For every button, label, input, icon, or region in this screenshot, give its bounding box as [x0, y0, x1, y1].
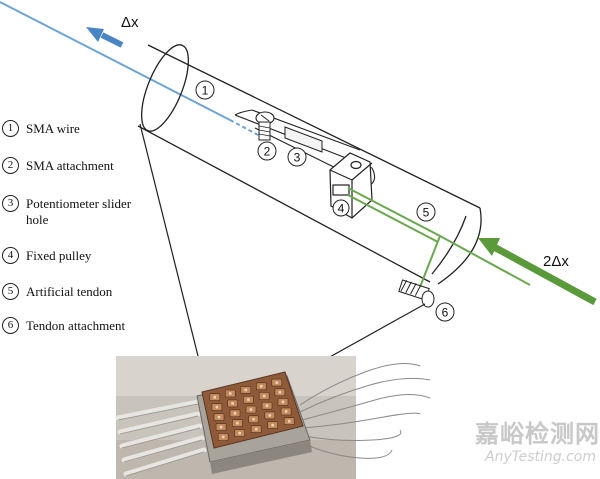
- pulley-screw: [247, 398, 250, 402]
- pulley-screw: [275, 381, 279, 384]
- pulley-screw: [233, 411, 237, 415]
- legend-item-sma-wire: 1 SMA wire: [2, 120, 152, 137]
- callout-number-6: 6: [442, 306, 449, 320]
- pulley-screw: [228, 392, 232, 395]
- tendon-displacement-label: 2Δx: [543, 253, 569, 270]
- potentiometer-slider-hole: [284, 126, 323, 153]
- sma-wire-hidden: [229, 119, 263, 138]
- pulley-screw: [254, 427, 258, 431]
- pulley-screw: [284, 410, 288, 413]
- pulley-screw: [213, 395, 217, 399]
- legend-label: SMA attachment: [26, 158, 114, 173]
- cylinder-housing: [137, 44, 482, 285]
- pulley-screw: [238, 431, 242, 435]
- callout-number-4: 4: [338, 202, 345, 216]
- legend-number: 3: [2, 195, 19, 212]
- pulley-screw: [259, 384, 263, 388]
- pulley-grid: [209, 378, 295, 441]
- pulley-screw: [287, 419, 291, 423]
- legend-item-tendon-attachment: 6 Tendon attachment: [2, 317, 152, 334]
- pulley-screw: [236, 421, 239, 425]
- pulley-screw: [262, 394, 266, 398]
- legend-number: 6: [2, 317, 19, 334]
- pulley-screw: [217, 415, 221, 419]
- callout-number-1: 1: [202, 84, 209, 98]
- callout-number-2: 2: [264, 145, 271, 159]
- sma-wire: [0, 1, 231, 121]
- projection-line-left: [139, 123, 206, 385]
- callout-number-5: 5: [423, 206, 430, 220]
- legend-number: 5: [2, 283, 19, 300]
- sma-displacement-arrow: [86, 27, 124, 48]
- pulley-screw: [231, 402, 235, 405]
- callout-circle-4: [332, 199, 350, 217]
- legend-item-potentiometer-slider-hole: 3 Potentiometer slider hole: [2, 195, 152, 228]
- pulley-screw: [221, 435, 225, 439]
- legend-label: SMA wire: [26, 121, 80, 136]
- pulley-screw: [265, 404, 269, 408]
- legend-number: 4: [2, 247, 19, 264]
- sma-displacement-label: Δx: [121, 14, 139, 31]
- pulley-screw: [252, 417, 256, 421]
- pulley-screw: [249, 408, 253, 411]
- legend-label: Artificial tendon: [26, 284, 113, 299]
- callout-circle-6: [435, 302, 455, 322]
- callout-circle-5: [416, 202, 436, 222]
- legend-number: 1: [2, 120, 19, 137]
- pulley-screw: [281, 400, 285, 404]
- pulley-screw: [244, 388, 248, 392]
- sma-attachment-screw: [255, 111, 275, 141]
- pulley-screw: [278, 390, 282, 394]
- pulley-screw: [219, 425, 223, 429]
- callout-circle-2: [257, 141, 277, 161]
- callout-circle-3: [287, 147, 307, 167]
- callout-circle-1: [195, 80, 215, 100]
- legend-item-artificial-tendon: 5 Artificial tendon: [2, 283, 152, 300]
- callout-number-3: 3: [294, 151, 301, 165]
- legend-label: Potentiometer slider hole: [26, 196, 132, 227]
- legend-item-sma-attachment: 2 SMA attachment: [2, 157, 152, 174]
- legend-label: Fixed pulley: [26, 248, 92, 263]
- tendon-attachment-screw: [398, 279, 435, 308]
- pulley-screw: [268, 414, 272, 417]
- legend-item-fixed-pulley: 4 Fixed pulley: [2, 247, 152, 264]
- tendon-displacement-arrow: [478, 238, 597, 306]
- artificial-tendon: [347, 187, 531, 288]
- pulley-screw: [271, 423, 275, 427]
- device-photo: [115, 356, 431, 479]
- pulley-screw: [215, 405, 219, 409]
- legend-label: Tendon attachment: [26, 318, 126, 333]
- legend-number: 2: [2, 157, 19, 174]
